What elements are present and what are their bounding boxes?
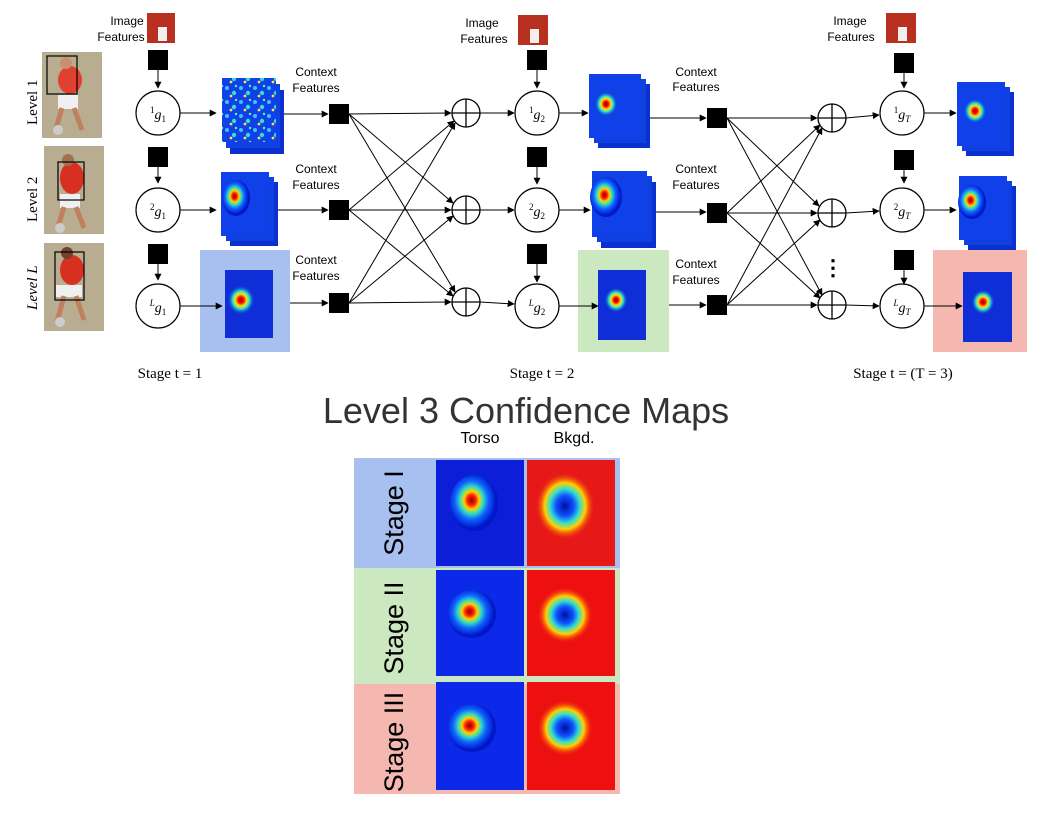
stage-1-label: Stage t = 1 <box>138 366 203 382</box>
stage-3-label: Stage t = (T = 3) <box>853 366 953 382</box>
level-2-label: Level 2 <box>25 177 41 222</box>
node-1gT: 1gT <box>894 105 912 124</box>
heatmap-stack-l1-s2 <box>589 74 650 148</box>
input-image-level-2 <box>44 146 104 234</box>
image-features-label-line1: Image <box>110 14 144 28</box>
torso-map-stage-I <box>436 460 524 566</box>
node-1g2: 1g2 <box>529 105 545 124</box>
row-stage-I-label: Stage I <box>379 470 409 556</box>
sum-node <box>451 195 481 225</box>
sum-node <box>451 98 481 128</box>
heatmap-l3-s2 <box>598 270 646 340</box>
heatmap-stack-l1-s1 <box>222 78 284 154</box>
context-feature-blocks <box>329 104 727 315</box>
context-label-l3-s2-a: Context <box>675 257 717 271</box>
context-label-l2-s2-a: Context <box>675 162 717 176</box>
context-features-labels: Context Features Context Features Contex… <box>292 65 719 287</box>
context-label-l1-s2-b: Features <box>672 80 719 94</box>
node-2g1: 2g1 <box>150 202 166 221</box>
row-stage-II-label: Stage II <box>379 581 409 674</box>
image-features-stage-2: Image Features <box>460 15 548 46</box>
image-feature-blocks <box>148 50 914 270</box>
continuation-dots: ⋮ <box>822 255 844 280</box>
image-features-label-line1: Image <box>465 16 499 30</box>
context-label-l3-s1-a: Context <box>295 253 337 267</box>
node-2gT: 2gT <box>894 202 912 221</box>
sum-node <box>817 198 847 228</box>
flow-arrows <box>180 109 963 310</box>
sum-node <box>451 287 481 317</box>
heatmap-stack-l2-s2 <box>590 171 656 248</box>
node-LgT: LgT <box>892 298 911 317</box>
image-features-label-line2: Features <box>460 32 507 46</box>
level-1-label: Level 1 <box>25 80 41 125</box>
torso-map-stage-II <box>436 570 524 676</box>
heatmap-stack-l2-s1 <box>221 172 278 246</box>
context-label-l1-s2-a: Context <box>675 65 717 79</box>
image-features-stage-3: Image Features <box>827 13 916 44</box>
input-image-level-L <box>44 243 104 331</box>
heatmap-stack-l1-sT <box>957 82 1014 156</box>
node-1g1: 1g1 <box>150 105 166 124</box>
input-images <box>42 52 104 331</box>
heatmap-stack-l2-sT <box>958 176 1016 250</box>
node-2g2: 2g2 <box>529 202 545 221</box>
heatmap-l3-sT <box>963 272 1012 342</box>
node-Lg1: Lg1 <box>149 298 167 317</box>
context-label-l2-s1-b: Features <box>292 178 339 192</box>
context-label-l3-s2-b: Features <box>672 273 719 287</box>
row-stage-III-label: Stage III <box>379 692 409 793</box>
stage-2-label: Stage t = 2 <box>510 366 575 382</box>
bkgd-map-stage-I <box>527 460 615 566</box>
sum-node <box>817 103 847 133</box>
context-label-l1-s1-b: Features <box>292 81 339 95</box>
node-Lg2: Lg2 <box>528 298 546 317</box>
image-features-label-line2: Features <box>827 30 874 44</box>
confidence-maps-title: Level 3 Confidence Maps <box>323 390 729 431</box>
context-label-l3-s1-b: Features <box>292 269 339 283</box>
image-features-stage-1: Image Features <box>97 13 175 44</box>
image-feature-arrows <box>154 70 908 285</box>
column-bkgd-label: Bkgd. <box>554 430 595 447</box>
image-features-label-line2: Features <box>97 30 144 44</box>
level-labels: Level 1 Level 2 Level L <box>25 80 41 311</box>
bkgd-map-stage-II <box>527 570 615 676</box>
sum-node <box>817 290 847 320</box>
context-label-l2-s2-b: Features <box>672 178 719 192</box>
column-torso-label: Torso <box>460 430 499 447</box>
heatmap-l3-s1 <box>225 270 273 338</box>
confidence-maps-grid: Stage I Stage II Stage III <box>354 458 620 794</box>
torso-map-stage-III <box>436 682 524 790</box>
bkgd-map-stage-III <box>527 682 615 790</box>
context-label-l2-s1-a: Context <box>295 162 337 176</box>
level-L-label: Level L <box>25 265 41 311</box>
input-image-level-1 <box>42 52 102 138</box>
image-features-label-line1: Image <box>833 14 867 28</box>
context-label-l1-s1-a: Context <box>295 65 337 79</box>
predictor-labels: 1g1 2g1 Lg1 1g2 2g2 Lg2 1gT 2gT LgT <box>149 105 912 317</box>
